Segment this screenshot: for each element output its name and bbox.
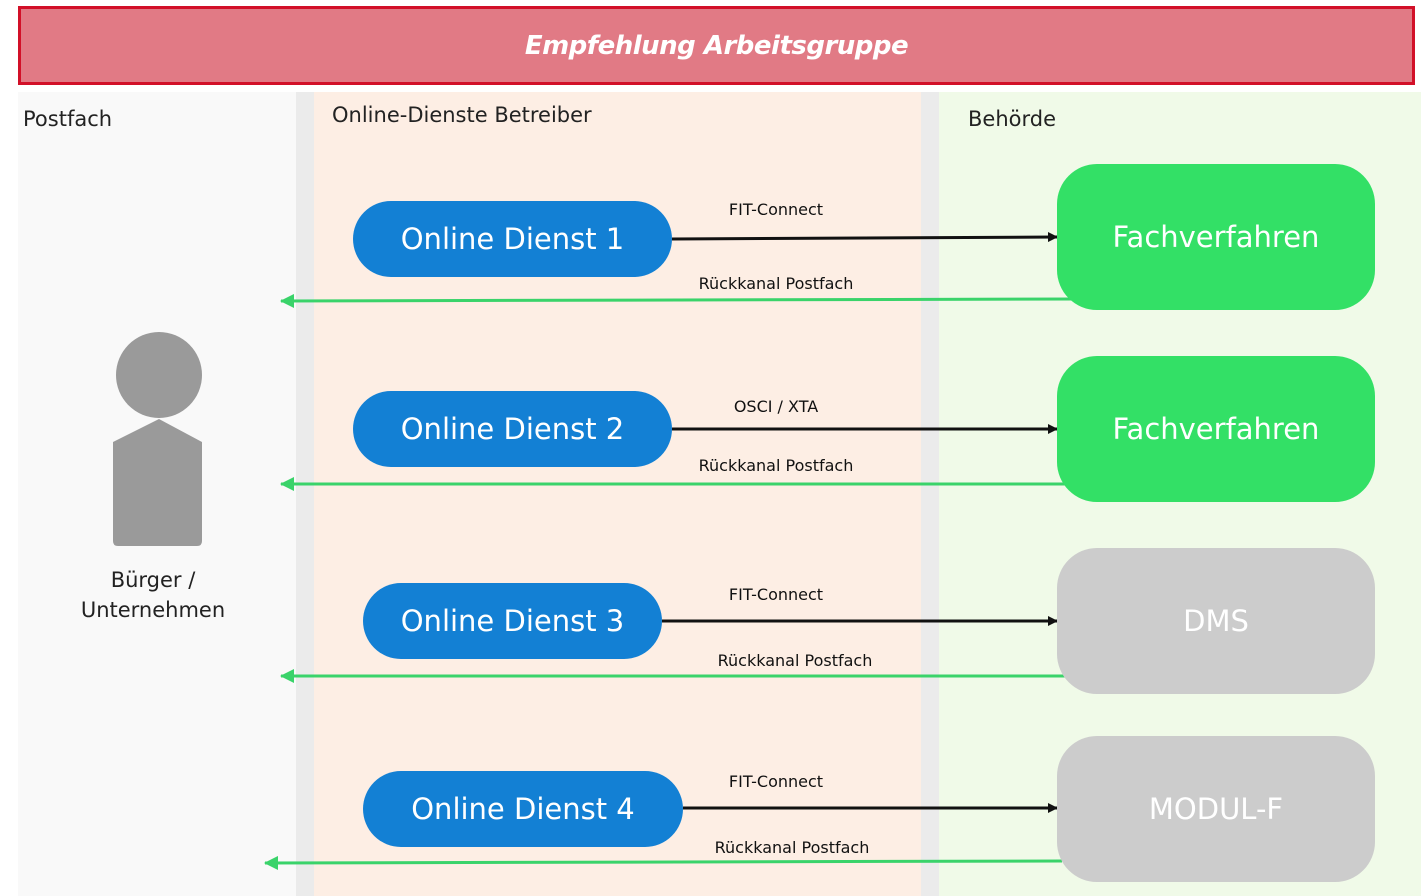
service-node-1[interactable]: Online Dienst 1 bbox=[353, 201, 672, 277]
actor-label-line-2: Unternehmen bbox=[80, 598, 226, 622]
return-label-3: Rückkanal Postfach bbox=[717, 651, 873, 670]
service-node-4[interactable]: Online Dienst 4 bbox=[363, 771, 683, 847]
forward-label-1: FIT-Connect bbox=[728, 200, 824, 219]
forward-label-3: FIT-Connect bbox=[728, 585, 824, 604]
return-arrow-4 bbox=[264, 855, 1063, 870]
target-system-4[interactable]: MODUL-F bbox=[1057, 736, 1375, 882]
return-arrow-1 bbox=[280, 293, 1076, 308]
return-label-2: Rückkanal Postfach bbox=[698, 456, 854, 475]
service-node-2[interactable]: Online Dienst 2 bbox=[353, 391, 672, 467]
lane-title-online-dienste-betreiber: Online-Dienste Betreiber bbox=[332, 103, 592, 127]
target-system-3[interactable]: DMS bbox=[1057, 548, 1375, 694]
forward-arrow-1 bbox=[671, 232, 1058, 243]
lane-divider bbox=[921, 92, 939, 896]
lane-title-behoerde: Behörde bbox=[968, 107, 1056, 131]
header-title: Empfehlung Arbeitsgruppe bbox=[524, 30, 909, 61]
lane-divider bbox=[296, 92, 314, 896]
target-system-2[interactable]: Fachverfahren bbox=[1057, 356, 1375, 502]
forward-label-2: OSCI / XTA bbox=[733, 397, 819, 416]
lane-title-postfach: Postfach bbox=[23, 107, 113, 131]
actor-label: Bürger / Unternehmen bbox=[58, 565, 248, 625]
return-label-4: Rückkanal Postfach bbox=[714, 838, 870, 857]
person-icon bbox=[113, 332, 202, 546]
forward-label-4: FIT-Connect bbox=[728, 772, 824, 791]
actor-label-line-1: Bürger / bbox=[110, 568, 196, 592]
target-system-1[interactable]: Fachverfahren bbox=[1057, 164, 1375, 310]
return-label-1: Rückkanal Postfach bbox=[698, 274, 854, 293]
service-node-3[interactable]: Online Dienst 3 bbox=[363, 583, 662, 659]
header-banner: Empfehlung Arbeitsgruppe bbox=[18, 6, 1415, 85]
